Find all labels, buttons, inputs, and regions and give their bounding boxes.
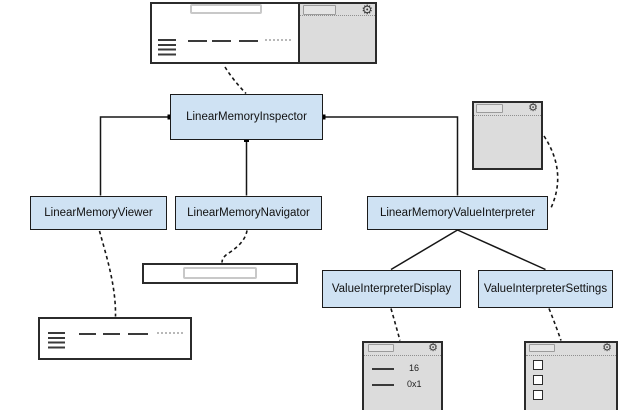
edge-inspector-interpreter [323,116,459,196]
panel-input [368,344,394,352]
dotted-separator [526,355,616,356]
byte-dash [79,333,96,335]
sketch-inspector-ui: ⚙ [150,2,377,64]
node-linear-memory-navigator: LinearMemoryNavigator [175,196,322,230]
link-topsketch-to-inspector [224,66,247,95]
byte-dash [188,40,207,42]
value-type-line [372,368,394,370]
link-navigator-to-sketch [221,230,248,263]
ascii-dots [265,39,291,41]
node-value-interpreter-display: ValueInterpreterDisplay [322,270,461,308]
gear-icon: ⚙ [602,342,612,354]
edge-interpreter-display [390,229,458,271]
sketch-display-panel: ⚙ 16 0x1 [362,341,443,410]
sketch-settings-panel: ⚙ [524,341,618,410]
node-linear-memory-viewer: LinearMemoryViewer [30,196,167,230]
sketch-navigator-bar [142,263,298,284]
panel-input [476,104,503,113]
node-linear-memory-inspector: LinearMemoryInspector [170,94,323,140]
edge-inspector-viewer [99,116,170,196]
link-viewer-to-sketch [98,230,117,317]
address-input [190,4,262,14]
value-label: 0x1 [407,379,422,389]
checkbox [533,375,543,385]
byte-dash [128,333,148,335]
value-type-line [372,384,394,386]
sketch-interpreter-side-panel: ⚙ [298,2,375,62]
gear-icon: ⚙ [528,102,538,114]
dotted-separator [300,15,375,16]
byte-dash [239,40,258,42]
hamburger-lines [158,39,176,56]
panel-input [303,5,336,15]
ascii-dots [157,332,183,334]
link-rightsketch-to-interpreter [543,135,559,211]
checkbox [533,360,543,370]
node-value-interpreter-settings: ValueInterpreterSettings [478,270,613,308]
dotted-separator [364,355,441,356]
value-label: 16 [409,363,420,373]
gear-icon: ⚙ [428,342,438,354]
edge-interpreter-settings [457,229,546,271]
checkbox [533,390,543,400]
sketch-interpreter-panel: ⚙ [472,101,543,170]
address-input [183,267,257,279]
panel-input [529,344,555,352]
link-settings-to-sketch [548,308,562,341]
gear-icon: ⚙ [361,2,373,17]
node-linear-memory-value-interpreter: LinearMemoryValueInterpreter [367,196,548,230]
sketch-memory-view-area [152,4,298,62]
byte-dash [103,333,120,335]
hamburger-lines [48,332,65,349]
dotted-separator [474,115,541,116]
link-display-to-sketch [390,308,401,341]
sketch-viewer-rows [38,317,192,360]
byte-dash [212,40,231,42]
